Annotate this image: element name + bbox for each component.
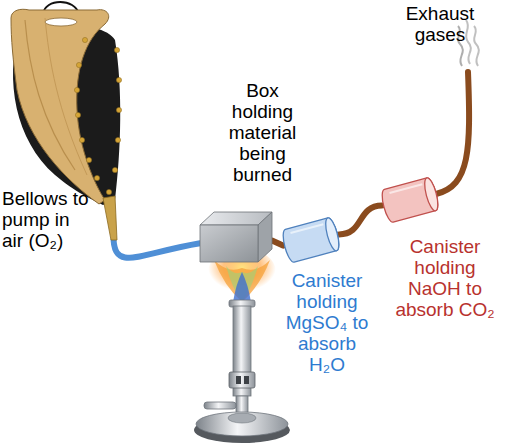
burn-box-node: Box holding material being burned — [200, 212, 272, 264]
smoke-wisp — [474, 26, 479, 66]
canister-highlight — [291, 224, 324, 233]
canister-body — [380, 177, 441, 224]
flame-inner-cone — [233, 272, 251, 302]
brass-stud — [106, 189, 111, 194]
canister-body — [281, 217, 342, 264]
box-shape — [200, 212, 272, 264]
brass-stud — [116, 77, 121, 82]
brass-stud — [112, 167, 117, 172]
canister-highlight — [390, 184, 423, 193]
canister-shape — [382, 172, 438, 228]
node-label: Bellows to pump in air (O₂) — [2, 188, 92, 251]
exhaust-tube — [436, 72, 469, 194]
wood-grain — [45, 18, 87, 175]
smoke-wisp — [466, 20, 471, 64]
brass-stud — [76, 62, 81, 67]
burner-base — [196, 412, 288, 436]
gas-tube — [339, 206, 382, 235]
node-label: Canister holding MgSO₄ to absorb H₂O — [282, 270, 372, 375]
brass-stud — [74, 87, 79, 92]
canister-body-group — [281, 217, 342, 264]
burner-air-hole — [244, 376, 249, 384]
brass-stud — [75, 112, 80, 117]
node-label: Canister holding NaOH to absorb CO₂ — [390, 236, 500, 320]
wood-grain — [25, 20, 75, 170]
flame-middle — [226, 266, 258, 302]
bellows-node: Bellows to pump in air (O₂) — [5, 0, 123, 240]
canister-end-cap — [422, 177, 440, 212]
burner-air-ring — [229, 372, 255, 388]
exhaust-label: Exhaust gases — [395, 3, 485, 45]
burner-air-hole — [236, 376, 241, 384]
handle-hole — [45, 18, 77, 26]
co2-canister-node: Canister holding NaOH to absorb CO₂ — [382, 172, 438, 228]
canister-body-group — [380, 177, 441, 224]
box-front-face — [200, 225, 258, 262]
bellows-nozzle — [103, 196, 117, 240]
brass-stud — [94, 175, 99, 180]
brass-stud — [115, 137, 120, 142]
brass-stud — [116, 107, 121, 112]
brass-stud — [79, 137, 84, 142]
water-canister-node: Canister holding MgSO₄ to absorb H₂O — [283, 212, 339, 268]
air-tube — [114, 240, 200, 258]
gas-tube — [272, 241, 283, 246]
canister-shape — [283, 212, 339, 268]
brass-stud — [114, 47, 119, 52]
burner-gas-inlet — [204, 402, 236, 409]
burner-base-boss — [228, 413, 256, 423]
brass-stud — [86, 157, 91, 162]
box-side-face — [258, 212, 272, 262]
brass-stud — [82, 37, 87, 42]
bellows-paddle — [11, 9, 109, 204]
flame-outer — [214, 260, 270, 302]
node-label: Box holding material being burned — [220, 80, 305, 185]
burner-stem — [236, 396, 248, 414]
